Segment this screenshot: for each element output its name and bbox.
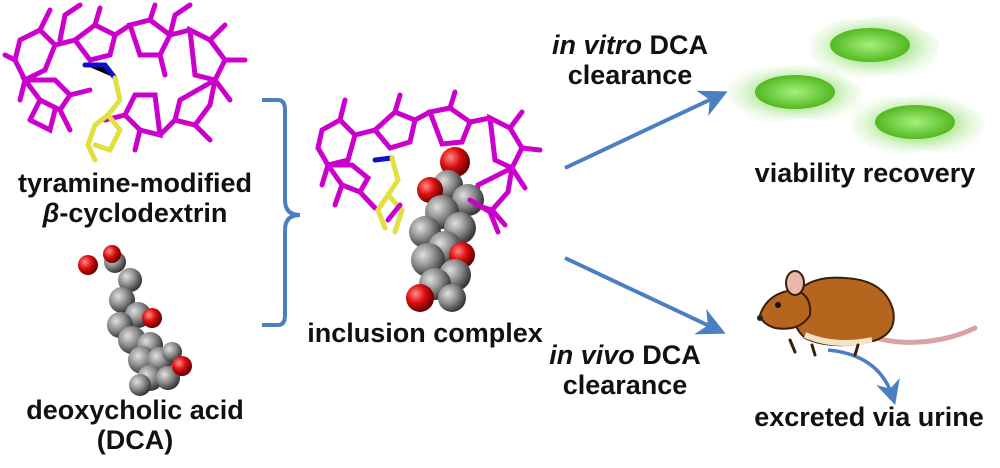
cyclodextrin-molecule	[2, 2, 248, 153]
in-vitro-label: in vitro DCA clearance	[520, 30, 740, 90]
dca-label-line2: (DCA)	[96, 425, 174, 455]
tyramine-label: tyramine-modified β-cyclodextrin	[0, 168, 270, 228]
cyclodextrin-text: -cyclodextrin	[59, 198, 228, 228]
dca-label: deoxycholic acid (DCA)	[10, 395, 260, 455]
arrow-to-urine	[827, 348, 900, 406]
nitrogen-bond	[82, 62, 118, 81]
arrow-to-in-vitro	[564, 90, 728, 170]
in-vitro-rest: DCA	[642, 30, 709, 60]
in-vivo-rest: DCA	[634, 340, 701, 370]
dca-molecule	[78, 245, 192, 396]
cell-icon	[850, 94, 985, 154]
beta-symbol: β	[42, 198, 60, 228]
inclusion-complex-molecule	[315, 89, 543, 312]
arrow-to-in-vivo	[564, 256, 726, 335]
mouse-icon	[757, 270, 978, 357]
complex-label: inclusion complex	[300, 318, 550, 348]
in-vivo-line2: clearance	[562, 370, 688, 400]
in-vitro-line1: in vitro DCA	[520, 30, 740, 60]
tyramine-label-line2: β-cyclodextrin	[0, 198, 270, 228]
in-vivo-label: in vivo DCA clearance	[525, 340, 725, 400]
excreted-text: excreted via urine	[754, 402, 984, 432]
tyramine-label-line1: tyramine-modified	[17, 168, 253, 198]
complex-label-text: inclusion complex	[307, 318, 543, 348]
viability-text: viability recovery	[754, 158, 976, 188]
dca-label-line1: deoxycholic acid	[26, 395, 244, 425]
in-vitro-italic: in vitro	[551, 30, 642, 60]
bracket-icon	[262, 98, 301, 327]
in-vivo-italic: in vivo	[549, 340, 635, 370]
cell-icon	[727, 64, 863, 122]
cell-icon	[809, 15, 940, 78]
excreted-label: excreted via urine	[738, 402, 1000, 432]
in-vitro-line2: clearance	[567, 60, 693, 90]
tyramine-ring	[85, 75, 123, 163]
viability-label: viability recovery	[740, 158, 990, 188]
in-vivo-line1: in vivo DCA	[525, 340, 725, 370]
